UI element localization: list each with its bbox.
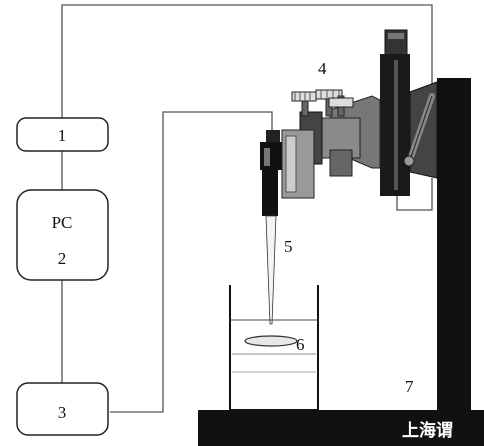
micromanipulator [281,89,381,199]
vertical-stage [380,29,438,196]
needle-assembly [260,130,282,325]
wires [61,4,433,413]
stand-base [198,410,484,446]
box-1: 1 [16,117,109,152]
box-3: 3 [16,382,109,436]
callout-6: 6 [296,335,305,354]
pc-title: PC [52,213,73,232]
watermark-text: 上海谓 [402,420,453,441]
pc-number: 2 [58,249,67,268]
box-3-label: 3 [58,403,67,422]
callout-5: 5 [284,237,293,256]
box-1-label: 1 [58,126,67,145]
beaker-outline [229,285,319,411]
stand: 上海谓 [198,78,484,446]
sample-disc [244,335,298,347]
wire-box1-to-stage [61,4,433,118]
wire-box3-to-needle [110,111,273,413]
wire-stage-loop [396,178,433,211]
beaker [229,285,319,411]
callout-7: 7 [405,377,414,396]
callout-4: 4 [318,59,327,78]
stand-column [437,78,471,416]
pc-box: PC 2 [16,189,109,281]
